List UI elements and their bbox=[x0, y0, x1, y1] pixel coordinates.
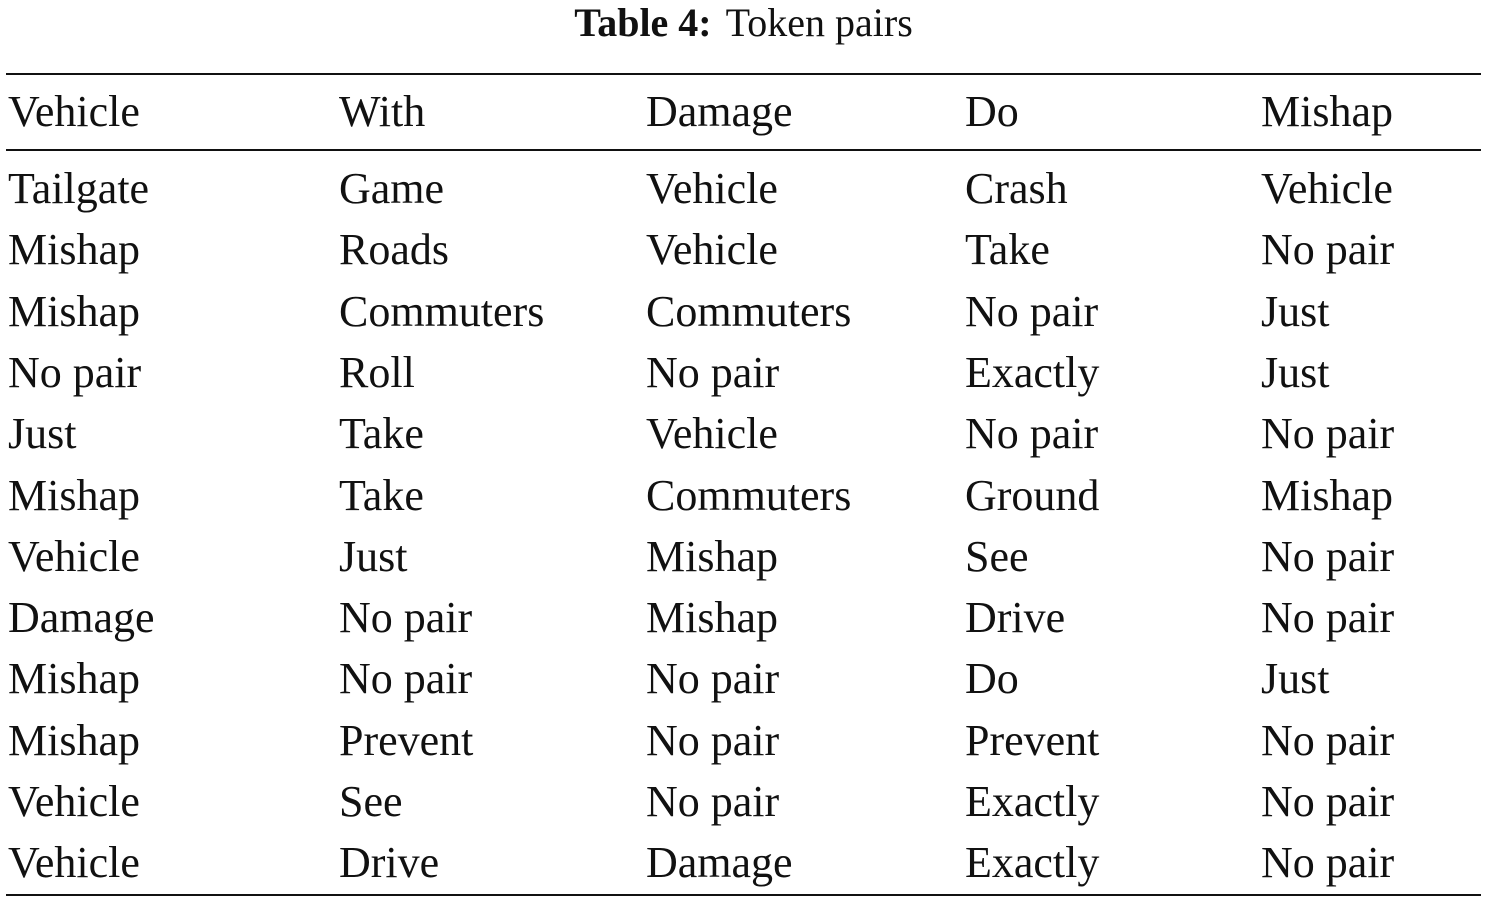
table-row: Vehicle Just Mishap See No pair bbox=[8, 529, 1481, 590]
table-cell: Just bbox=[1261, 654, 1330, 703]
table-cell: Vehicle bbox=[8, 532, 140, 581]
table-cell: No pair bbox=[1261, 225, 1395, 274]
column-header: Damage bbox=[646, 87, 793, 136]
table-cell: Commuters bbox=[646, 287, 852, 336]
table-cell: No pair bbox=[1261, 838, 1395, 887]
table-cell: Take bbox=[339, 471, 424, 520]
table-cell: Mishap bbox=[646, 593, 778, 642]
table-cell: Roads bbox=[339, 225, 449, 274]
table-cell: No pair bbox=[339, 593, 473, 642]
table-cell: No pair bbox=[965, 409, 1099, 458]
table-cell: Vehicle bbox=[8, 777, 140, 826]
table-cell: Roll bbox=[339, 348, 415, 397]
table-cell: Damage bbox=[8, 593, 155, 642]
table-cell: Mishap bbox=[8, 716, 140, 765]
table-cell: Ground bbox=[965, 471, 1100, 520]
table-cell: Just bbox=[1261, 287, 1330, 336]
table-cell: Mishap bbox=[1261, 471, 1393, 520]
header-rule bbox=[6, 149, 1481, 151]
table-cell: Exactly bbox=[965, 348, 1100, 397]
column-header: With bbox=[339, 87, 426, 136]
table-cell: Mishap bbox=[646, 532, 778, 581]
table-caption: Table 4: Token pairs bbox=[0, 0, 1487, 50]
table-cell: Damage bbox=[646, 838, 793, 887]
table-cell: Mishap bbox=[8, 287, 140, 336]
table-cell: Vehicle bbox=[646, 225, 778, 274]
table-cell: No pair bbox=[339, 654, 473, 703]
column-header: Vehicle bbox=[8, 87, 140, 136]
table-cell: Crash bbox=[965, 164, 1068, 213]
table-row: Damage No pair Mishap Drive No pair bbox=[8, 590, 1481, 651]
table-row: Mishap No pair No pair Do Just bbox=[8, 651, 1481, 712]
table-cell: Just bbox=[1261, 348, 1330, 397]
table-cell: Prevent bbox=[339, 716, 474, 765]
table-cell: Commuters bbox=[339, 287, 545, 336]
table-cell: No pair bbox=[1261, 532, 1395, 581]
table-cell: No pair bbox=[1261, 716, 1395, 765]
table-cell: Vehicle bbox=[646, 409, 778, 458]
table-cell: Vehicle bbox=[646, 164, 778, 213]
header-row: Vehicle With Damage Do Mishap bbox=[8, 84, 1481, 145]
table-cell: No pair bbox=[1261, 593, 1395, 642]
table-cell: Vehicle bbox=[8, 838, 140, 887]
table-cell: Tailgate bbox=[8, 164, 150, 213]
table-cell: Vehicle bbox=[1261, 164, 1393, 213]
table-cell: See bbox=[339, 777, 403, 826]
table-cell: No pair bbox=[646, 716, 780, 765]
table-cell: See bbox=[965, 532, 1029, 581]
table-cell: Prevent bbox=[965, 716, 1100, 765]
table-row: Mishap Commuters Commuters No pair Just bbox=[8, 284, 1481, 345]
table-cell: Drive bbox=[965, 593, 1066, 642]
table-cell: Exactly bbox=[965, 838, 1100, 887]
bottom-rule bbox=[6, 894, 1481, 896]
top-rule bbox=[6, 73, 1481, 75]
table-cell: No pair bbox=[646, 654, 780, 703]
table-cell: Mishap bbox=[8, 471, 140, 520]
table-row: Just Take Vehicle No pair No pair bbox=[8, 406, 1481, 467]
table-cell: Just bbox=[339, 532, 408, 581]
table-row: Tailgate Game Vehicle Crash Vehicle bbox=[8, 161, 1481, 222]
caption-label: Table 4: bbox=[574, 0, 712, 45]
table-row: No pair Roll No pair Exactly Just bbox=[8, 345, 1481, 406]
table-cell: Do bbox=[965, 654, 1019, 703]
table-cell: Game bbox=[339, 164, 445, 213]
table-row: Mishap Take Commuters Ground Mishap bbox=[8, 468, 1481, 529]
column-header: Mishap bbox=[1261, 87, 1393, 136]
table-cell: Take bbox=[339, 409, 424, 458]
table-cell: Mishap bbox=[8, 225, 140, 274]
table-cell: No pair bbox=[1261, 409, 1395, 458]
table-cell: Drive bbox=[339, 838, 440, 887]
caption-text: Token pairs bbox=[725, 0, 913, 45]
table-cell: No pair bbox=[646, 777, 780, 826]
table-cell: No pair bbox=[1261, 777, 1395, 826]
table-cell: No pair bbox=[8, 348, 142, 397]
table-row: Mishap Roads Vehicle Take No pair bbox=[8, 222, 1481, 283]
table-row: Vehicle See No pair Exactly No pair bbox=[8, 774, 1481, 835]
table-cell: Exactly bbox=[965, 777, 1100, 826]
table-cell: No pair bbox=[965, 287, 1099, 336]
table-cell: Mishap bbox=[8, 654, 140, 703]
table-cell: Take bbox=[965, 225, 1050, 274]
table-cell: No pair bbox=[646, 348, 780, 397]
table-cell: Commuters bbox=[646, 471, 852, 520]
table-row: Mishap Prevent No pair Prevent No pair bbox=[8, 713, 1481, 774]
table-cell: Just bbox=[8, 409, 77, 458]
column-header: Do bbox=[965, 87, 1019, 136]
table-row: Vehicle Drive Damage Exactly No pair bbox=[8, 835, 1481, 896]
